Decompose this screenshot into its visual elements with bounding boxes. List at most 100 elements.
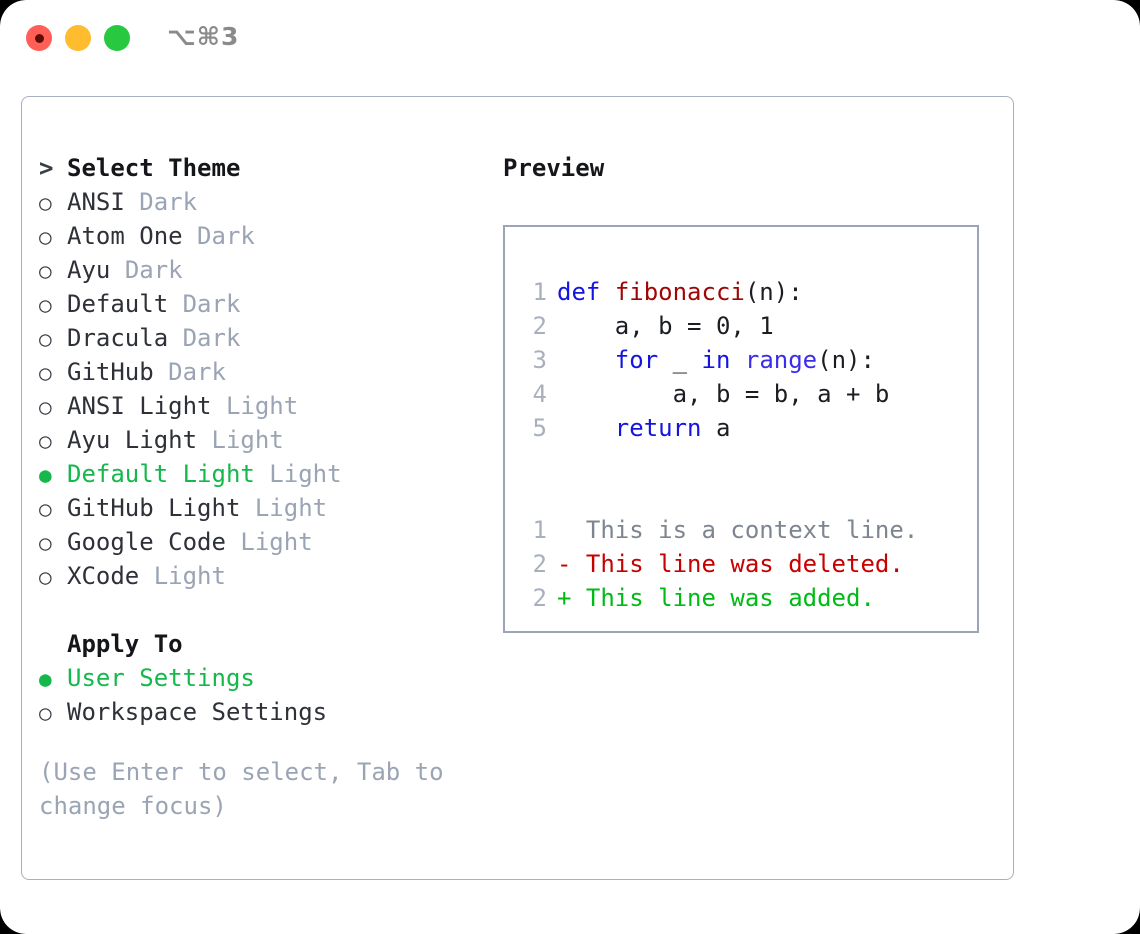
theme-category: Light [153,562,226,590]
list-spacer [39,593,499,627]
theme-name: ANSI [67,188,125,216]
radio-icon[interactable]: ○ [39,565,52,589]
diff-line-added: 2 + This line was added. [505,581,977,615]
radio-icon[interactable]: ○ [39,701,52,725]
code-token: range [744,346,818,374]
radio-icon[interactable]: ○ [39,225,52,249]
radio-icon-selected[interactable]: ● [39,463,52,487]
code-token: in [701,346,731,374]
theme-option-dracula-dark[interactable]: ○ Dracula Dark [39,321,499,355]
radio-icon[interactable]: ○ [39,293,52,317]
line-number: 4 [532,380,547,408]
radio-icon[interactable]: ○ [39,327,52,351]
minimize-button[interactable] [65,25,91,51]
theme-category: Light [269,460,342,488]
code-token: a, b = 0, 1 [557,312,774,340]
code-token: for [614,346,659,374]
theme-name: Dracula [67,324,169,352]
theme-category: Dark [197,222,255,250]
apply-to-label: User Settings [67,664,255,692]
diff-text: This line was added. [571,584,875,612]
code-token [600,278,614,306]
code-token [557,346,615,374]
code-token [557,414,615,442]
apply-to-label: Workspace Settings [67,698,328,726]
code-token: (n): [744,278,803,306]
theme-category: Light [240,528,313,556]
theme-option-atom-one-dark[interactable]: ○ Atom One Dark [39,219,499,253]
apply-to-option-workspace-settings[interactable]: ○ Workspace Settings [39,695,499,729]
line-number: 2 [532,584,547,612]
theme-name: ANSI Light [67,392,212,420]
diff-line-deleted: 2- This line was deleted. [505,547,977,581]
code-token: a [701,414,731,442]
theme-option-xcode[interactable]: ○XCode Light [39,559,499,593]
radio-icon[interactable]: ○ [39,191,52,215]
line-number: 5 [532,414,547,442]
code-line: 2 a, b = 0, 1 [505,309,977,343]
radio-icon[interactable]: ○ [39,259,52,283]
code-line: 4 a, b = b, a + b [505,377,977,411]
code-token: (n): [817,346,875,374]
radio-icon[interactable]: ○ [39,361,52,385]
title-bar: ⌥⌘3 [0,0,1140,78]
code-token: a, b = b, a + b [557,380,890,408]
theme-name: Ayu [67,256,111,284]
diff-line-context: 1 This is a context line. [505,513,977,547]
theme-option-google-code[interactable]: ○Google Code Light [39,525,499,559]
theme-option-ansi-dark[interactable]: ○ ANSI Dark [39,185,499,219]
prompt-marker: > [39,154,54,182]
code-blank-line [505,445,977,479]
theme-category: Dark [168,358,226,386]
main-panel: >Select Theme ○ANSI Dark ○Atom One Dark … [21,96,1014,880]
radio-icon[interactable]: ○ [39,429,52,453]
theme-picker: >Select Theme ○ANSI Dark ○Atom One Dark … [39,151,499,823]
radio-icon[interactable]: ○ [39,531,52,555]
theme-category: Dark [182,290,241,318]
theme-category: Dark [139,188,198,216]
code-token [730,346,744,374]
theme-option-ansi-light[interactable]: ○ ANSI Light Light [39,389,499,423]
line-number: 1 [532,516,547,544]
code-line: 3 for _ in range(n): [505,343,977,377]
theme-option-default-dark[interactable]: ○ Default Dark [39,287,499,321]
traffic-lights [26,25,130,51]
theme-option-ayu-dark[interactable]: ○Ayu Dark [39,253,499,287]
select-theme-heading: > Select Theme [39,151,499,185]
radio-icon[interactable]: ○ [39,497,52,521]
keyboard-shortcut-label: ⌥⌘3 [167,22,240,51]
keyboard-hint-text: (Use Enter to select, Tab to change focu… [39,758,444,820]
theme-category: Light [254,494,328,522]
theme-category: Dark [182,324,241,352]
theme-name: Atom One [67,222,183,250]
theme-option-github-dark[interactable]: ○GitHub Dark [39,355,499,389]
code-token: _ [658,346,702,374]
line-number: 1 [532,278,547,306]
theme-name: Default [67,290,169,318]
close-button[interactable] [26,25,52,51]
theme-category: Light [211,426,284,454]
code-line: 5 return a [505,411,977,445]
diff-marker: - [557,550,572,578]
apply-to-option-user-settings[interactable]: ● User Settings [39,661,499,695]
theme-option-github-light[interactable]: ○GitHub Light Light [39,491,499,525]
theme-option-ayu-light[interactable]: ○ Ayu Light Light [39,423,499,457]
line-number: 2 [532,550,547,578]
radio-icon-selected[interactable]: ● [39,667,52,691]
code-token: return [614,414,702,442]
theme-name: Default Light [67,460,255,488]
code-token: fibonacci [614,278,745,306]
theme-category: Light [225,392,299,420]
line-number: 2 [532,312,547,340]
theme-option-default-light[interactable]: ● Default Light Light [39,457,499,491]
radio-icon[interactable]: ○ [39,395,52,419]
theme-name: Ayu Light [67,426,198,454]
diff-marker: + [557,584,572,612]
diff-text: This is a context line. [571,516,919,544]
select-theme-heading-label: Select Theme [67,154,241,182]
maximize-button[interactable] [104,25,130,51]
code-blank-line [505,479,977,513]
